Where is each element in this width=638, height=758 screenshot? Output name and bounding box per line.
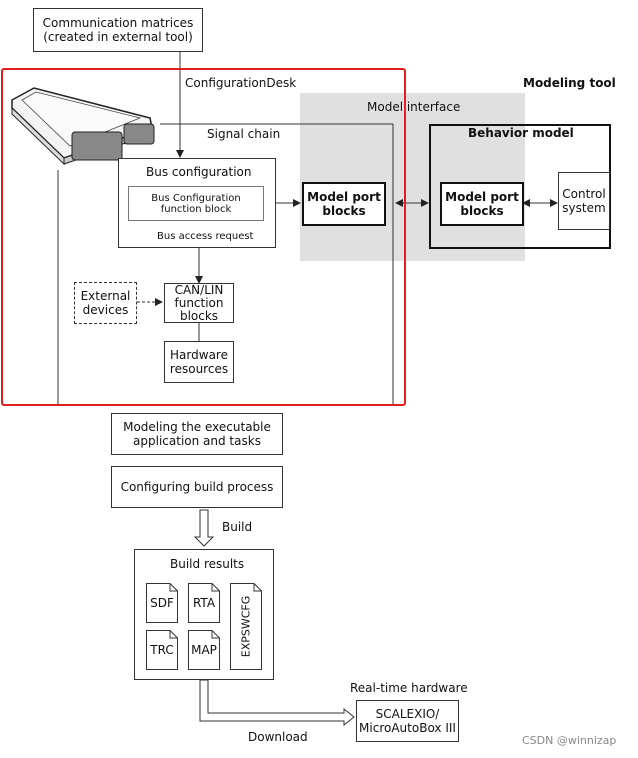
model-port-right-line1: Model port [445,190,519,204]
bus-access-request-label: Bus access request [157,231,254,242]
configuring-build-label: Configuring build process [120,480,274,494]
download-label: Download [248,730,308,744]
external-devices-line1: External [80,289,131,303]
file-map-label: MAP [191,643,217,657]
scalexio-line1: SCALEXIO/ [375,707,440,721]
signal-chain-label: Signal chain [207,127,281,141]
configuring-build-process-box: Configuring build process [111,466,283,508]
bus-configuration-function-block: Bus Configuration function block [128,186,264,221]
canlin-function-blocks-box: CAN/LIN function blocks [164,283,234,323]
hardware-line2: resources [169,362,229,376]
comm-matrices-line2: (created in external tool) [43,30,193,44]
file-map-icon [188,630,220,670]
build-results-title: Build results [170,557,245,571]
scalexio-line2: MicroAutoBox III [359,721,456,735]
file-expswcfg: EXPSWCFG [230,583,262,670]
model-port-blocks-right: Model port blocks [440,182,524,226]
external-devices-line2: devices [82,303,129,317]
control-system-box: Control system [558,172,610,230]
file-expswcfg-icon [230,583,262,670]
realtime-hardware-label: Real-time hardware [350,681,468,695]
configurationdesk-label: ConfigurationDesk [185,76,297,90]
highlight-frame [1,68,406,406]
control-system-line2: system [562,201,606,215]
file-rta-icon [188,583,220,623]
file-sdf-label: SDF [150,596,174,610]
hardware-resources-box: Hardware resources [164,341,234,383]
behavior-model-label: Behavior model [468,126,574,140]
canlin-line1: CAN/LIN [174,282,224,297]
file-sdf-icon [146,583,178,623]
external-devices-box: External devices [74,282,137,324]
hardware-line1: Hardware [170,348,228,362]
build-label: Build [222,520,253,534]
file-rta-label: RTA [192,596,216,610]
file-expswcfg-label-wrap: EXPSWCFG [230,583,262,670]
modeling-tool-label: Modeling tool [523,76,616,90]
canlin-line3: blocks [179,308,219,323]
model-port-blocks-left: Model port blocks [302,182,386,226]
modeling-exec-line1: Modeling the executable [123,420,271,434]
file-trc-label: TRC [150,643,174,657]
bus-configuration-title: Bus configuration [146,165,252,179]
model-port-left-line2: blocks [322,204,366,218]
watermark: CSDN @winnizap [522,734,617,747]
comm-matrices-line1: Communication matrices [42,16,194,30]
modeling-executable-box: Modeling the executable application and … [111,413,283,455]
communication-matrices-box: Communication matrices (created in exter… [33,8,203,52]
file-sdf: SDF [146,583,178,623]
model-interface-label: Model interface [367,100,461,114]
file-map: MAP [188,630,220,670]
model-port-left-line1: Model port [307,190,381,204]
bus-config-fb-line1: Bus Configuration [151,192,241,204]
file-rta: RTA [188,583,220,623]
file-trc-icon [146,630,178,670]
model-interface-region [300,93,525,261]
file-trc: TRC [146,630,178,670]
behavior-model-frame [429,124,611,249]
model-port-right-line2: blocks [460,204,504,218]
file-expswcfg-label: EXPSWCFG [239,595,253,658]
control-system-line1: Control [562,187,606,201]
canlin-line2: function [174,295,224,310]
bus-config-fb-line2: function block [160,203,232,215]
scalexio-box: SCALEXIO/ MicroAutoBox III [356,700,459,742]
modeling-exec-line2: application and tasks [133,434,261,448]
